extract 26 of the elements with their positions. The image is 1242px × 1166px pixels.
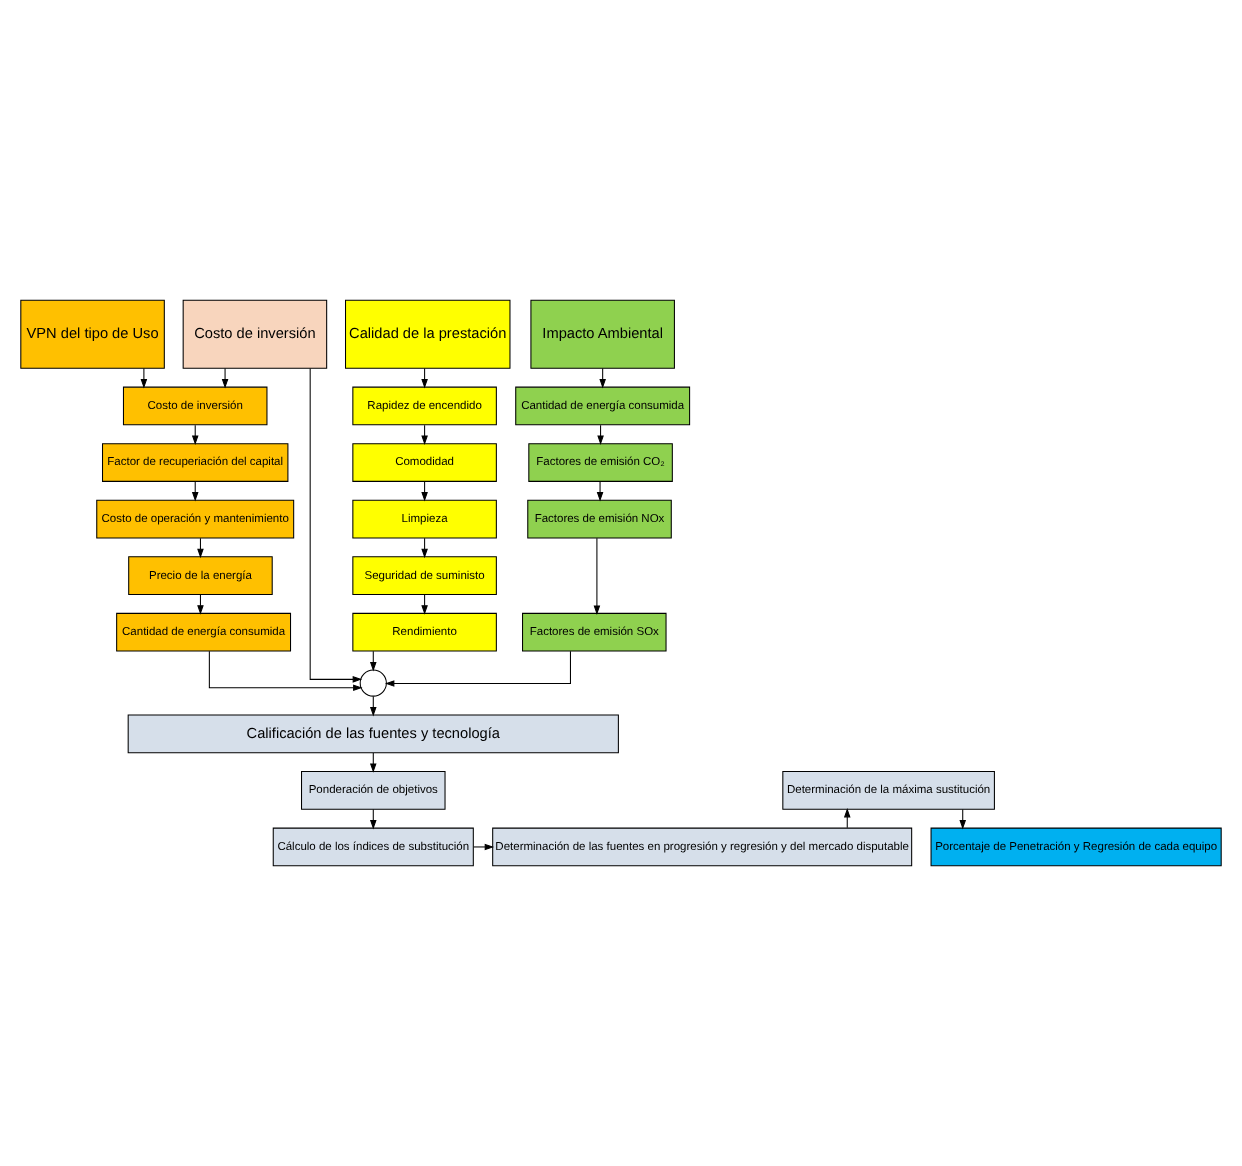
arrow (140, 367, 148, 389)
arrow (843, 807, 851, 829)
arrow (208, 650, 363, 692)
arrow (191, 481, 199, 502)
arrow (309, 368, 363, 683)
arrow (421, 594, 428, 615)
arrow (221, 367, 229, 389)
arrow (473, 843, 495, 851)
node-circle (359, 669, 387, 697)
arrow (421, 481, 428, 502)
arrow (959, 809, 967, 830)
arrow (191, 424, 199, 445)
arrow (369, 695, 377, 717)
arrow (369, 809, 377, 830)
arrow (197, 594, 204, 615)
arrow (369, 650, 377, 672)
arrow (597, 424, 604, 445)
arrow (197, 537, 204, 559)
arrow (384, 650, 571, 687)
arrow (593, 537, 601, 615)
arrow (599, 367, 606, 389)
arrow (596, 481, 604, 502)
arrow (421, 537, 428, 559)
arrow (421, 424, 428, 445)
arrow (369, 752, 377, 773)
arrow (421, 367, 428, 389)
